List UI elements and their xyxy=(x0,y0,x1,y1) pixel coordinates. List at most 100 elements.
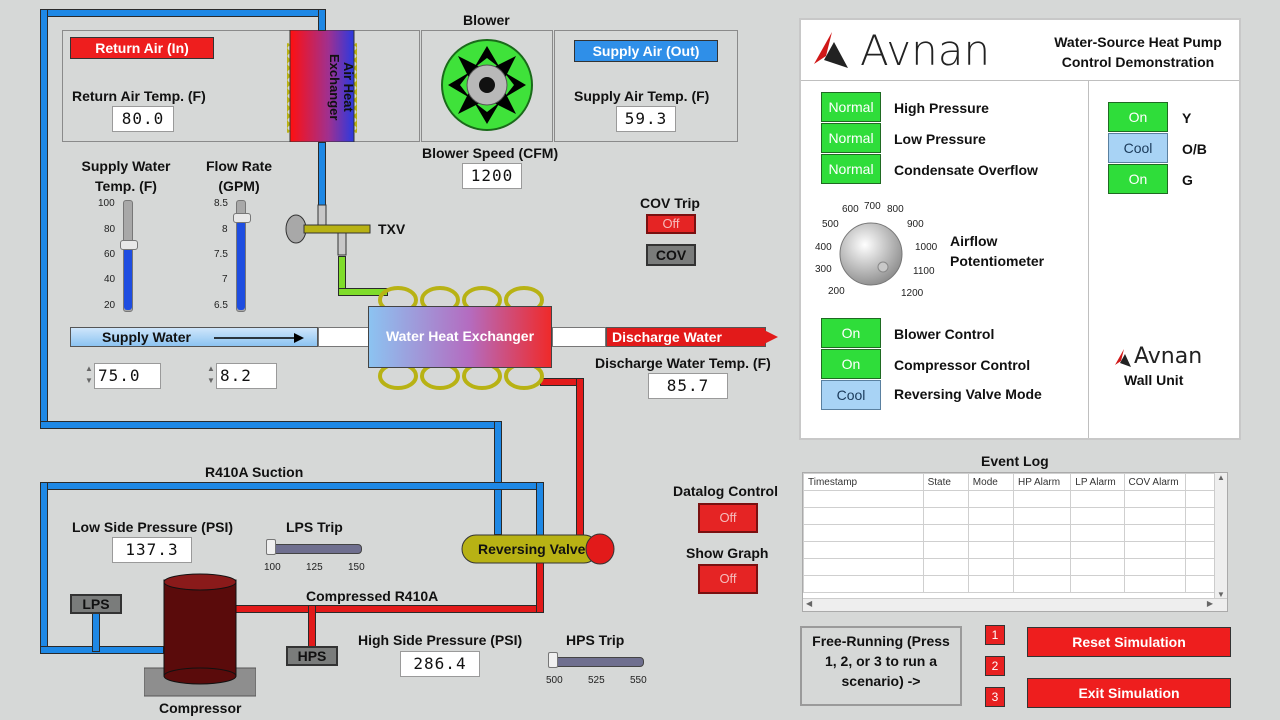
datalog-control-label: Datalog Control xyxy=(673,483,778,499)
lps-trip-slider-thumb[interactable] xyxy=(266,539,276,555)
hps-trip-tick: 500 xyxy=(546,675,563,686)
water-hx-label: Water Heat Exchanger xyxy=(385,328,535,344)
compressor-control-button[interactable]: On xyxy=(821,349,881,379)
knob-tick: 1100 xyxy=(913,266,935,277)
show-graph-button[interactable]: Off xyxy=(698,564,758,594)
event-log-hscroll[interactable]: ◀▶ xyxy=(803,598,1227,611)
high-pressure-indicator: Normal xyxy=(821,92,881,122)
brand-name: Avnan xyxy=(860,26,991,75)
cov-trip-indicator: Off xyxy=(646,214,696,234)
suction-pipe-vertical xyxy=(494,421,502,535)
knob-tick: 400 xyxy=(815,242,832,253)
supply-water-tick: 80 xyxy=(104,224,116,235)
event-log-vscroll[interactable]: ▲▼ xyxy=(1214,473,1227,599)
return-air-button[interactable]: Return Air (In) xyxy=(70,37,214,59)
blower-speed-value: 1200 xyxy=(462,163,522,189)
suction-label: R410A Suction xyxy=(205,464,304,480)
txv-label: TXV xyxy=(378,221,406,237)
supply-water-temp-label: Supply Water Temp. (F) xyxy=(81,158,171,194)
flow-rate-tick: 8.5 xyxy=(214,198,228,209)
supply-water-label: Supply Water xyxy=(102,329,191,345)
knob-tick: 200 xyxy=(828,286,845,297)
event-log-header[interactable]: State xyxy=(922,473,969,491)
scenario-1-button[interactable]: 1 xyxy=(985,625,1005,645)
hps-trip-slider-thumb[interactable] xyxy=(548,652,558,668)
event-log-table[interactable]: Timestamp State Mode HP Alarm LP Alarm C… xyxy=(802,472,1228,612)
supply-air-button[interactable]: Supply Air (Out) xyxy=(574,40,718,62)
supply-water-slider-thumb[interactable] xyxy=(120,240,138,250)
supply-water-stepper[interactable]: ▲▼ xyxy=(85,364,93,385)
low-pressure-label: Low Pressure xyxy=(894,131,986,147)
hps-trip-slider[interactable] xyxy=(550,657,644,667)
flow-rate-stepper[interactable]: ▲▼ xyxy=(207,364,215,385)
g-signal-indicator[interactable]: On xyxy=(1108,164,1168,194)
supply-water-tick: 20 xyxy=(104,300,116,311)
supply-air-temp-value: 59.3 xyxy=(616,106,676,132)
scenario-3-button[interactable]: 3 xyxy=(985,687,1005,707)
hps-button[interactable]: HPS xyxy=(286,646,338,666)
knob-tick: 700 xyxy=(864,201,881,212)
ob-signal-label: O/B xyxy=(1182,141,1207,157)
blower-control-button[interactable]: On xyxy=(821,318,881,348)
discharge-water-arrow-icon xyxy=(762,327,780,352)
discharge-pipe-vertical xyxy=(576,378,584,536)
discharge-water-label: Discharge Water xyxy=(612,329,722,345)
high-side-pressure-label: High Side Pressure (PSI) xyxy=(358,632,523,648)
flow-rate-slider-fill xyxy=(237,216,245,310)
cov-trip-label: COV Trip xyxy=(640,195,700,211)
discharge-water-temp-label: Discharge Water Temp. (F) xyxy=(595,355,771,371)
suction-pipe-left xyxy=(40,482,48,654)
knob-tick: 800 xyxy=(887,204,904,215)
air-hx-down-pipe xyxy=(318,142,326,208)
exit-simulation-button[interactable]: Exit Simulation xyxy=(1027,678,1231,708)
scenario-text: Free-Running (Press 1, 2, or 3 to run a … xyxy=(812,633,950,689)
event-log-header[interactable]: HP Alarm xyxy=(1013,473,1072,491)
flow-rate-value[interactable]: 8.2 xyxy=(216,363,277,389)
supply-water-value[interactable]: 75.0 xyxy=(94,363,161,389)
knob-tick: 500 xyxy=(822,219,839,230)
water-heat-exchanger xyxy=(368,306,552,368)
compressed-label: Compressed R410A xyxy=(306,588,439,604)
datalog-control-button[interactable]: Off xyxy=(698,503,758,533)
lps-button[interactable]: LPS xyxy=(70,594,122,614)
flow-rate-tick: 7.5 xyxy=(214,249,228,260)
g-signal-label: G xyxy=(1182,172,1193,188)
suction-pipe-top xyxy=(40,482,544,490)
high-pressure-label: High Pressure xyxy=(894,100,989,116)
blower-speed-label: Blower Speed (CFM) xyxy=(422,145,559,161)
discharge-water-temp-value: 85.7 xyxy=(648,373,728,399)
reversing-valve-mode-button[interactable]: Cool xyxy=(821,380,881,410)
flow-rate-slider-thumb[interactable] xyxy=(233,212,251,223)
scenario-2-button[interactable]: 2 xyxy=(985,656,1005,676)
supply-water-tick: 40 xyxy=(104,274,116,285)
water-pipe-top-right xyxy=(318,9,326,31)
reset-simulation-button[interactable]: Reset Simulation xyxy=(1027,627,1231,657)
hps-trip-label: HPS Trip xyxy=(566,632,625,648)
lps-trip-slider[interactable] xyxy=(268,544,362,554)
panel-title: Water-Source Heat Pump Control Demonstra… xyxy=(1054,34,1222,70)
event-log-header[interactable]: Mode xyxy=(967,473,1015,491)
reversing-valve[interactable] xyxy=(460,532,618,571)
y-signal-label: Y xyxy=(1182,110,1192,126)
event-log-header[interactable]: COV Alarm xyxy=(1123,473,1186,491)
flow-rate-tick: 6.5 xyxy=(214,300,228,311)
y-signal-indicator[interactable]: On xyxy=(1108,102,1168,132)
airflow-knob[interactable] xyxy=(838,221,904,292)
lps-pipe xyxy=(92,612,100,652)
supply-water-tick: 60 xyxy=(104,249,116,260)
table-row xyxy=(803,558,1216,576)
wall-unit-brand: Avnan xyxy=(1134,344,1203,369)
cov-button[interactable]: COV xyxy=(646,244,696,266)
flow-rate-tick: 8 xyxy=(222,224,228,235)
low-side-pressure-value: 137.3 xyxy=(112,537,192,563)
ob-signal-indicator[interactable]: Cool xyxy=(1108,133,1168,163)
event-log-header[interactable]: Timestamp xyxy=(803,473,924,491)
water-pipe-top xyxy=(40,9,326,17)
lps-trip-tick: 150 xyxy=(348,562,365,573)
compressor-icon xyxy=(143,572,257,705)
event-log-header[interactable]: LP Alarm xyxy=(1070,473,1125,491)
low-pressure-indicator: Normal xyxy=(821,123,881,153)
condensate-overflow-indicator: Normal xyxy=(821,154,881,184)
supply-air-temp-label: Supply Air Temp. (F) xyxy=(574,88,710,104)
knob-tick: 600 xyxy=(842,204,859,215)
